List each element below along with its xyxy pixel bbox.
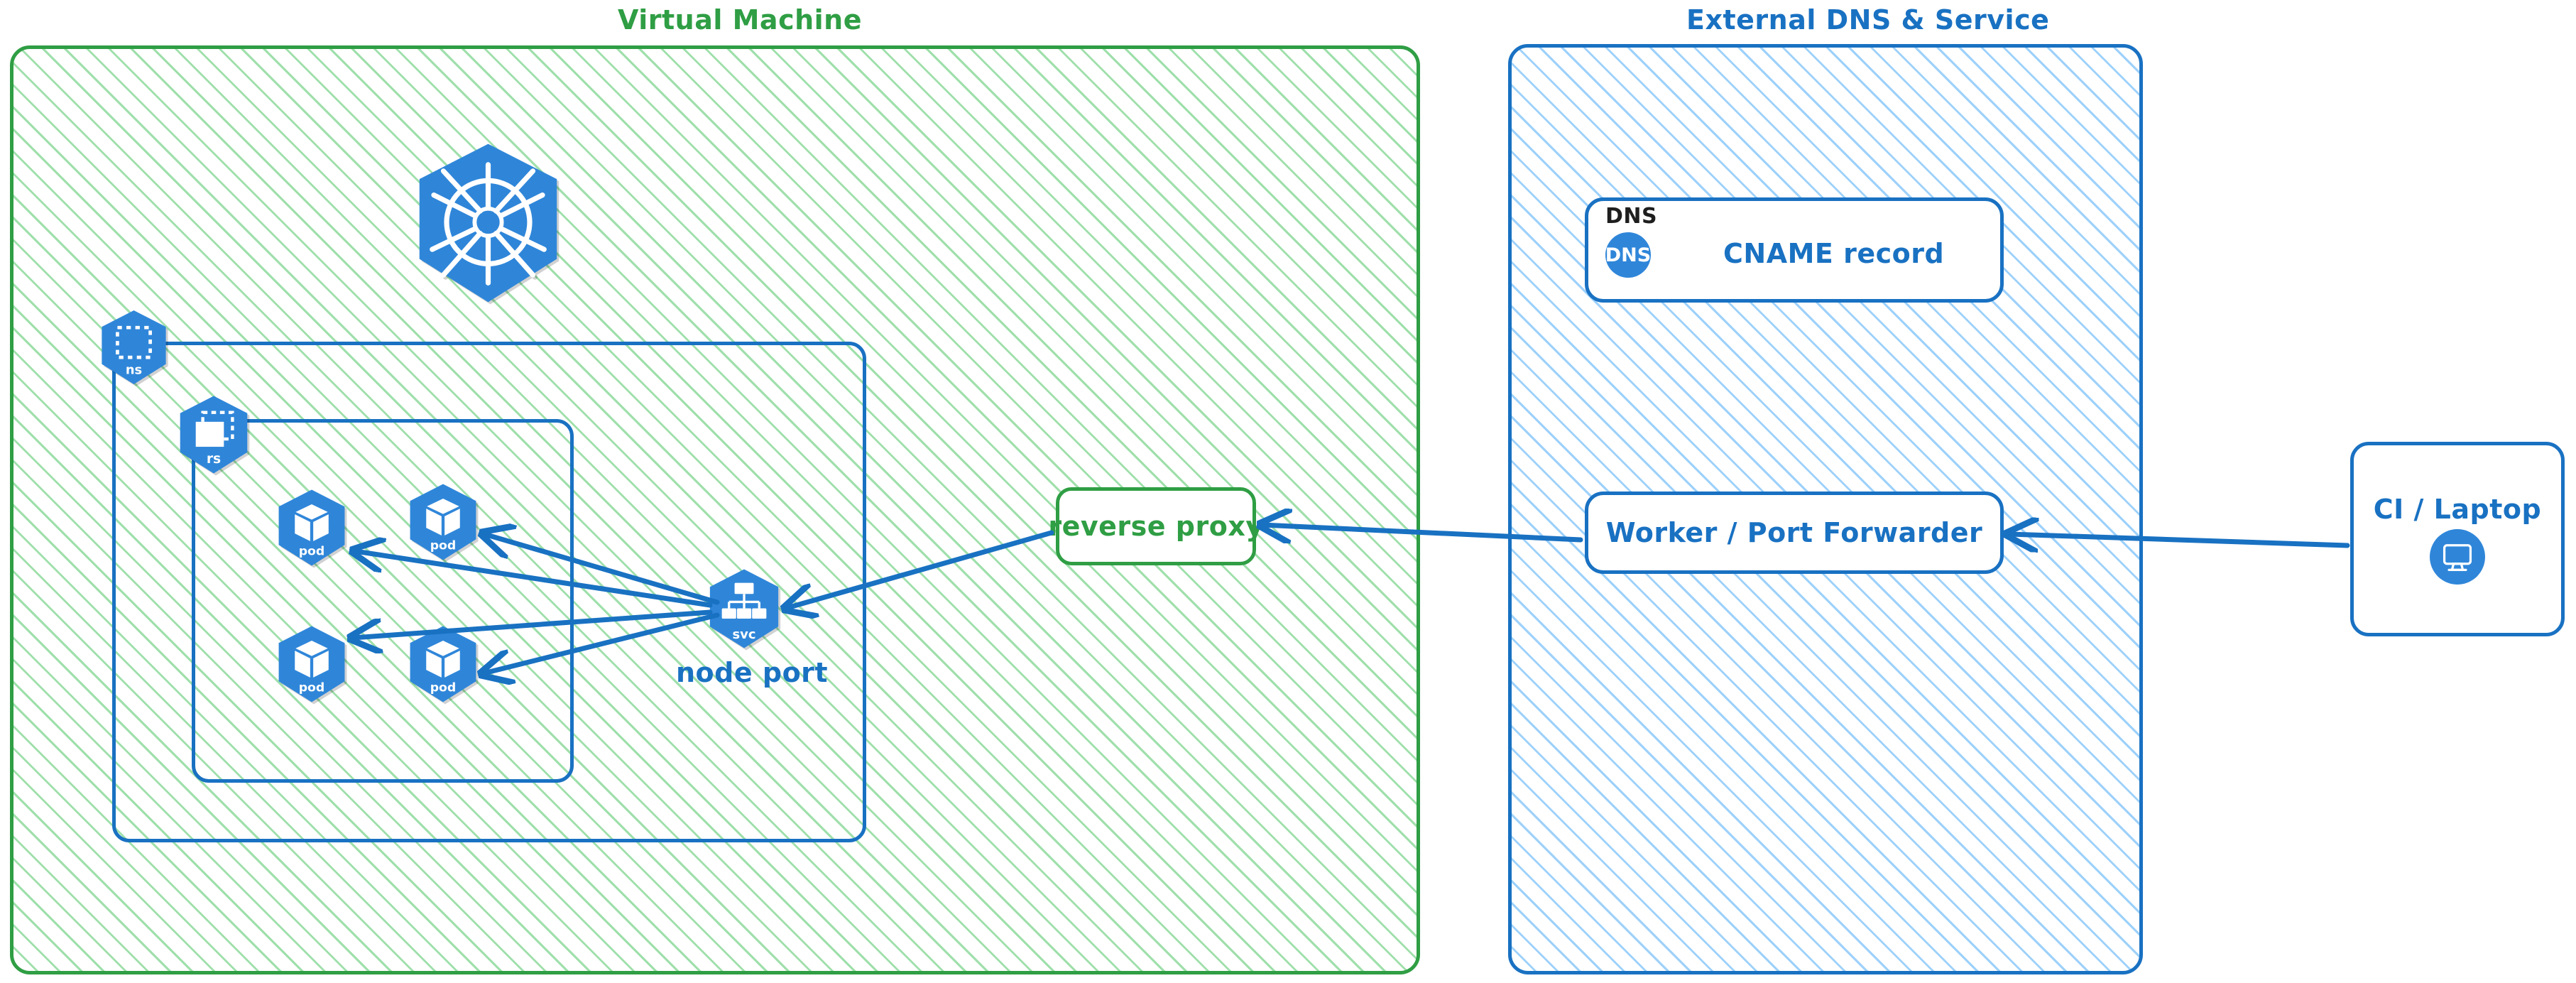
svg-text:ns: ns <box>126 362 142 377</box>
worker-port-forwarder-card[interactable]: Worker / Port Forwarder <box>1585 492 2004 574</box>
dns-card[interactable]: DNS DNS CNAME record <box>1585 197 2004 303</box>
reverse-proxy-card[interactable]: reverse proxy <box>1048 487 1263 565</box>
svg-text:pod: pod <box>299 680 325 695</box>
namespace-icon[interactable]: ns <box>97 310 171 385</box>
svg-text:rs: rs <box>207 452 221 467</box>
dns-icon-label: DNS <box>1605 244 1652 266</box>
node-port-caption: node port <box>676 657 829 688</box>
kubernetes-logo-icon <box>408 142 568 304</box>
ci-laptop-label: CI / Laptop <box>2373 494 2542 525</box>
svg-text:pod: pod <box>430 680 457 695</box>
pod-icon-1[interactable]: pod <box>273 489 350 567</box>
ci-laptop-card[interactable]: CI / Laptop <box>2350 442 2565 636</box>
svg-text:pod: pod <box>299 544 325 558</box>
cname-record-label: CNAME record <box>1723 238 1945 269</box>
pod-icon-3[interactable]: pod <box>273 625 350 703</box>
zone-virtual-machine-title: Virtual Machine <box>618 4 863 36</box>
reverse-proxy-label: reverse proxy <box>1048 511 1264 542</box>
service-icon[interactable]: svc <box>704 568 784 649</box>
dns-icon: DNS <box>1605 232 1651 278</box>
dns-card-header: DNS <box>1605 204 1658 229</box>
desktop-monitor-icon <box>2430 529 2485 585</box>
svg-text:pod: pod <box>430 538 457 553</box>
pod-icon-4[interactable]: pod <box>405 625 481 703</box>
replicaset-icon[interactable]: rs <box>175 395 253 474</box>
pod-icon-2[interactable]: pod <box>405 483 481 561</box>
zone-external-title: External DNS & Service <box>1686 4 2050 36</box>
svg-text:svc: svc <box>733 627 756 642</box>
worker-port-forwarder-label: Worker / Port Forwarder <box>1605 517 1983 548</box>
